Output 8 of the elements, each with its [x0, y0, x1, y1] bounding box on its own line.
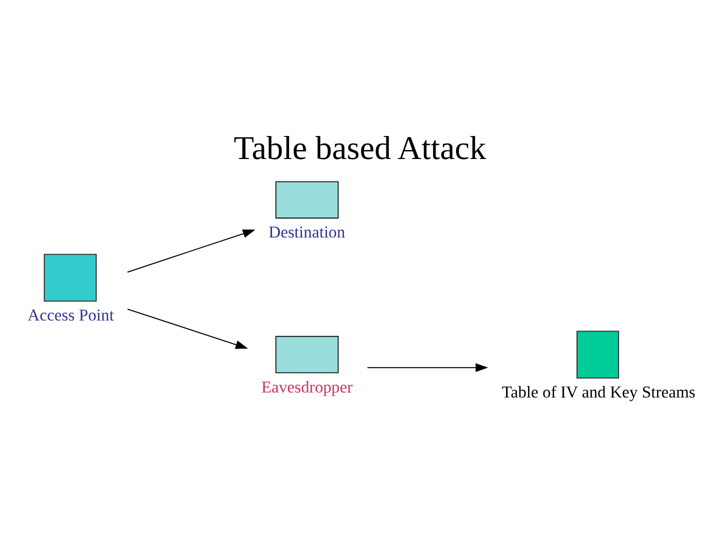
node-label: Table of IV and Key Streams: [501, 382, 695, 401]
arrow: [366, 362, 488, 372]
node-label: Access Point: [27, 305, 114, 324]
diagram-title: Table based Attack: [233, 129, 486, 166]
node-label: Destination: [268, 222, 345, 242]
node-label: Eavesdropper: [260, 376, 352, 396]
arrow: [126, 228, 255, 272]
arrow: [126, 308, 248, 348]
